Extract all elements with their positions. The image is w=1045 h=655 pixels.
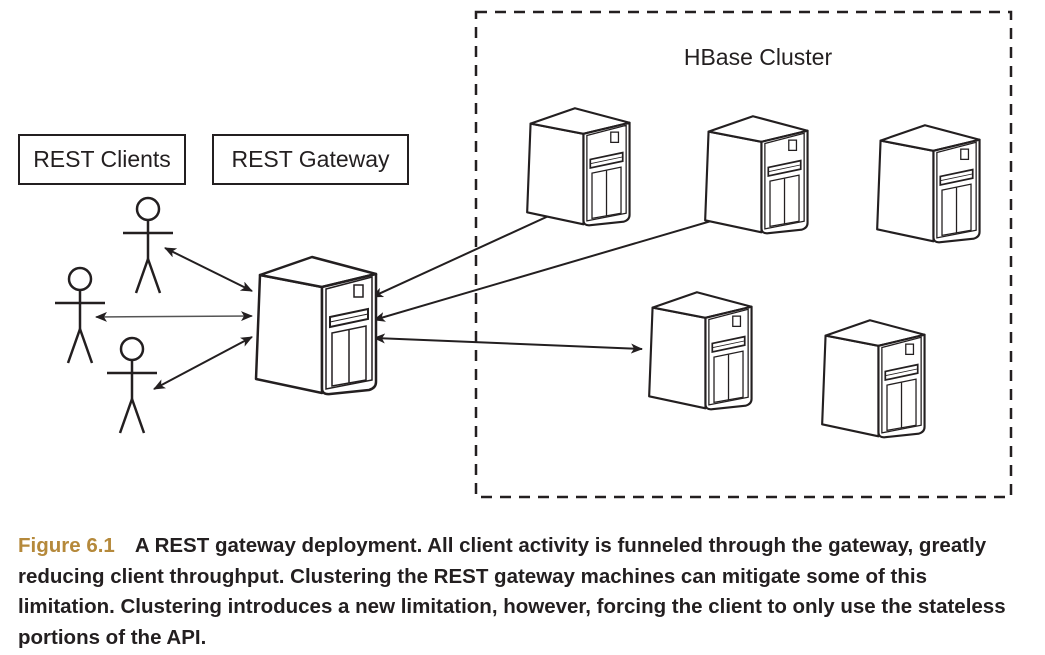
- hbase-cluster-boundary: [474, 10, 1013, 499]
- gateway-server: [254, 255, 378, 396]
- hbase-server-1: [526, 107, 631, 227]
- hbase-server-3: [876, 124, 981, 244]
- hbase-server-2: [704, 115, 809, 235]
- client-person-1: [121, 196, 175, 295]
- deployment-diagram: [53, 10, 1013, 499]
- client-person-3: [105, 336, 159, 435]
- edge-client-2-gateway: [95, 311, 253, 322]
- rest-gateway-label: REST Gateway: [212, 134, 409, 185]
- edge-gateway-hbase-2: [373, 212, 736, 322]
- figure-number: Figure 6.1: [18, 534, 115, 557]
- edge-gateway-hbase-4: [373, 333, 643, 354]
- hbase-server-5: [821, 319, 926, 439]
- hbase-cluster-title: HBase Cluster: [683, 44, 833, 70]
- edge-client-3-gateway: [153, 336, 253, 390]
- edge-client-1-gateway: [164, 247, 253, 292]
- rest-clients-label: REST Clients: [18, 134, 186, 185]
- edge-gateway-hbase-1: [371, 207, 567, 298]
- hbase-server-4: [648, 291, 753, 411]
- client-person-2: [53, 266, 107, 365]
- caption-text: A REST gateway deployment. All client ac…: [18, 534, 1006, 649]
